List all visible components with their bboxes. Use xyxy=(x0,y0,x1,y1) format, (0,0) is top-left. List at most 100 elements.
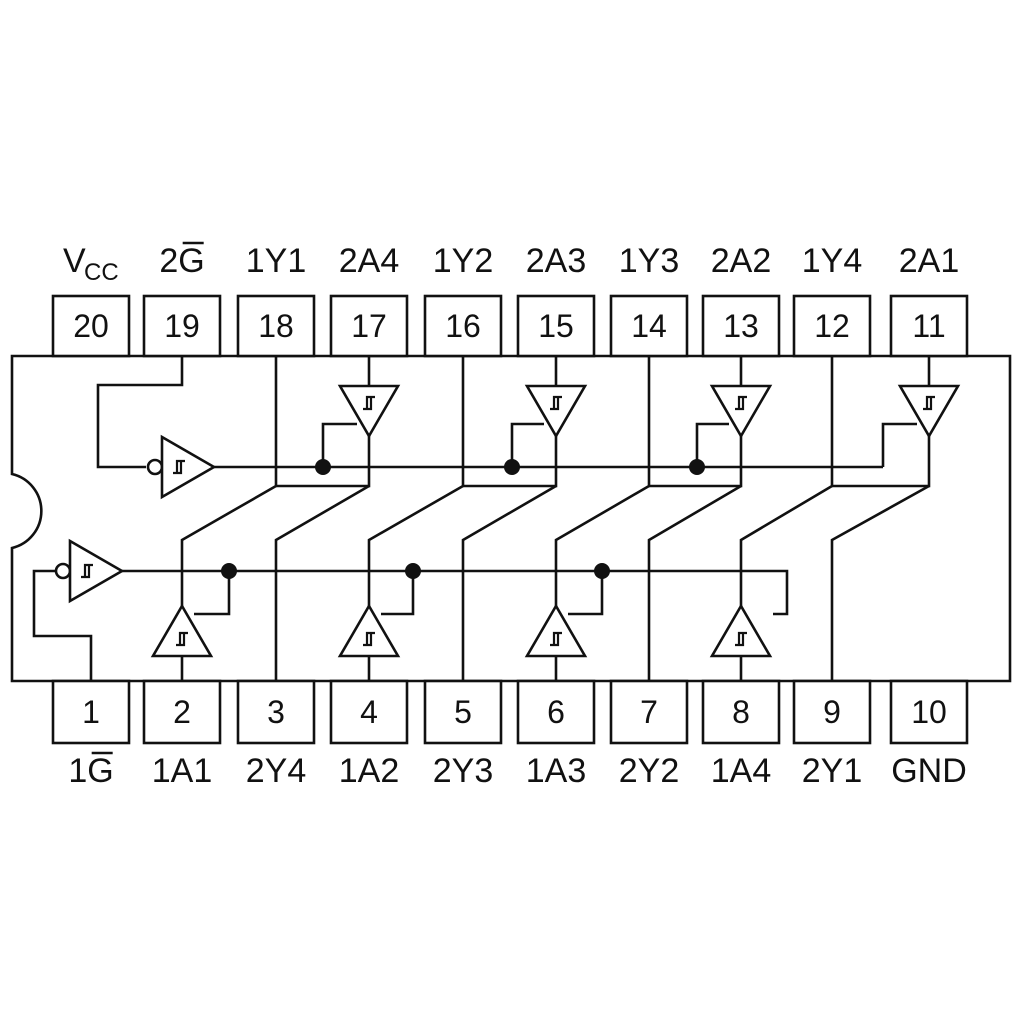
wire-lower-0-enable xyxy=(194,571,231,616)
label-pin-1: 1G xyxy=(68,752,113,790)
label-pin-5: 2Y3 xyxy=(433,752,494,790)
vcc-label: V xyxy=(63,242,86,280)
wire-upper-3-out xyxy=(830,484,930,681)
pin-10-number: 10 xyxy=(911,694,947,730)
pin-18-number: 18 xyxy=(258,308,294,344)
wire-upper-2-enable xyxy=(695,422,729,467)
enable-inverter-2g-bubble xyxy=(146,458,164,476)
pin-15-number: 15 xyxy=(538,308,574,344)
label-pin-14: 1Y3 xyxy=(619,242,680,280)
pin-18-box xyxy=(236,294,316,358)
pin-6-number: 6 xyxy=(547,694,565,730)
pin-4-number: 4 xyxy=(360,694,378,730)
junction-upper-1 xyxy=(315,459,331,475)
pin-9-box xyxy=(792,679,872,745)
buffer-1-3 xyxy=(524,603,588,658)
ic-body-outline xyxy=(10,354,1012,683)
pin-19: 19 xyxy=(142,294,222,358)
pin-2: 2 xyxy=(142,679,222,745)
pin-5: 5 xyxy=(423,679,503,745)
label-pin-18: 1Y1 xyxy=(246,242,307,280)
internal-wiring xyxy=(32,356,931,681)
pin-16-box xyxy=(423,294,503,358)
wire-1g-enable-bus xyxy=(122,569,789,616)
buffer-2-3-triangle xyxy=(524,384,588,439)
wire-upper-1-out xyxy=(461,484,557,681)
wire-upper-0-out xyxy=(274,484,370,681)
pin-14: 14 xyxy=(609,294,689,358)
buffer-gates xyxy=(54,384,961,658)
label-pin-3: 2Y4 xyxy=(246,752,307,790)
pin-15-box xyxy=(516,294,596,358)
junction-upper-2 xyxy=(504,459,520,475)
wire-upper-3-enable xyxy=(881,422,917,467)
pin-10: 10 xyxy=(889,679,969,745)
pin-16-number: 16 xyxy=(445,308,481,344)
label-pin-6: 1A3 xyxy=(526,752,587,790)
pin-8-number: 8 xyxy=(732,694,750,730)
wire-lower-1-out xyxy=(367,356,465,606)
junction-lower-3 xyxy=(594,563,610,579)
wire-lower-0-out xyxy=(180,356,278,606)
vcc-label-subscript: CC xyxy=(84,259,119,286)
enable-inverter-2g-triangle xyxy=(160,434,217,500)
pin-9: 9 xyxy=(792,679,872,745)
pin-13: 13 xyxy=(701,294,781,358)
buffer-2-1 xyxy=(897,384,961,439)
pin-7: 7 xyxy=(609,679,689,745)
pin-13-number: 13 xyxy=(723,308,759,344)
buffer-1-2 xyxy=(337,603,401,658)
wire-1g-enable-in xyxy=(32,569,93,681)
buffer-1-4 xyxy=(709,603,773,658)
pin-3: 3 xyxy=(236,679,316,745)
wire-lower-3-out xyxy=(739,356,834,606)
pin-17: 17 xyxy=(329,294,409,358)
pin-16: 16 xyxy=(423,294,503,358)
pin-12-number: 12 xyxy=(814,308,850,344)
wire-upper-0-enable xyxy=(321,422,357,467)
pin-3-number: 3 xyxy=(267,694,285,730)
pin-17-number: 17 xyxy=(351,308,387,344)
hysteresis-icon xyxy=(550,395,562,411)
label-pin-8: 1A4 xyxy=(711,752,772,790)
label-pin-4: 1A2 xyxy=(339,752,400,790)
pin-6-box xyxy=(516,679,596,745)
pin-20-number: 20 xyxy=(73,308,109,344)
enable-inverter-1g-bubble xyxy=(54,562,72,580)
pin-17-box xyxy=(329,294,409,358)
pin-20-box xyxy=(51,294,131,358)
pin-19-number: 19 xyxy=(164,308,200,344)
buffer-2-2 xyxy=(709,384,773,439)
hysteresis-icon xyxy=(363,395,375,411)
buffer-1-1 xyxy=(150,603,214,658)
pin-1: 1 xyxy=(51,679,131,745)
pin-7-number: 7 xyxy=(640,694,658,730)
pin-12: 12 xyxy=(792,294,872,358)
enable-inverter-1g-triangle xyxy=(68,538,125,604)
pin-15: 15 xyxy=(516,294,596,358)
label-pin-15: 2A3 xyxy=(526,242,587,280)
pin-6: 6 xyxy=(516,679,596,745)
pin-11: 11 xyxy=(889,294,969,358)
pin-14-box xyxy=(609,294,689,358)
pin-2-box xyxy=(142,679,222,745)
pin-5-box xyxy=(423,679,503,745)
pin-2-number: 2 xyxy=(173,694,191,730)
pin-9-number: 9 xyxy=(823,694,841,730)
junction-lower-2 xyxy=(405,563,421,579)
enable-inverter-1g xyxy=(54,538,125,604)
label-pin-9: 2Y1 xyxy=(802,752,863,790)
pin-7-box xyxy=(609,679,689,745)
pin-11-number: 11 xyxy=(912,308,945,344)
buffer-2-2-triangle xyxy=(709,384,773,439)
wire-lower-1-enable xyxy=(381,571,415,616)
label-pin-19: 2G xyxy=(159,242,204,280)
enable-inverter-2g xyxy=(146,434,217,500)
pin-8: 8 xyxy=(701,679,781,745)
label-pin-13: 2A2 xyxy=(711,242,772,280)
pin-19-box xyxy=(142,294,222,358)
